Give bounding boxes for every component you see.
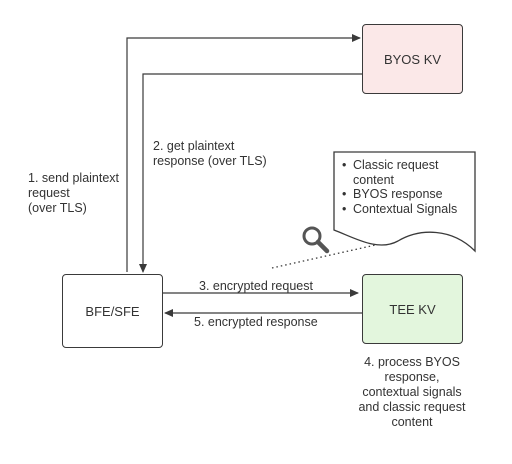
step1-label: 1. send plaintext request (over TLS): [28, 171, 119, 216]
step2-line1: 2. get plaintext: [153, 139, 235, 153]
tee-kv-label: TEE KV: [389, 301, 436, 317]
document-item-classic-request: Classic request: [342, 158, 457, 173]
step3-label: 3. encrypted request: [199, 279, 313, 293]
step1-line2: request: [28, 186, 70, 200]
step4-label: 4. process BYOS response, contextual sig…: [352, 355, 472, 430]
step2-line2: response (over TLS): [153, 154, 267, 168]
document-item-classic-request-cont: content: [353, 172, 395, 187]
step2-label: 2. get plaintext response (over TLS): [153, 139, 267, 169]
document-item-list: Classic request content BYOS response Co…: [342, 158, 457, 216]
bfe-sfe-node: BFE/SFE: [62, 274, 163, 348]
step4-line1: 4. process BYOS: [364, 355, 460, 369]
tee-kv-node: TEE KV: [362, 274, 463, 344]
document-item-byos-response: BYOS response: [342, 187, 457, 202]
document-item-contextual-signals: Contextual Signals: [342, 202, 457, 217]
edge-get-plaintext-response: [139, 73, 362, 273]
byos-kv-label: BYOS KV: [383, 51, 442, 67]
step4-line4: and classic request: [358, 400, 466, 414]
step1-line3: (over TLS): [28, 201, 87, 215]
bfe-sfe-label: BFE/SFE: [85, 303, 140, 319]
edge-send-plaintext-request: [126, 34, 361, 272]
step4-line3: contextual signals: [362, 385, 462, 399]
magnifying-glass-icon: [302, 226, 330, 254]
byos-kv-node: BYOS KV: [362, 24, 463, 94]
step1-line1: 1. send plaintext: [28, 171, 120, 185]
step4-line5: content: [391, 415, 433, 429]
step4-line2: response,: [384, 370, 440, 384]
step5-label: 5. encrypted response: [194, 315, 318, 329]
